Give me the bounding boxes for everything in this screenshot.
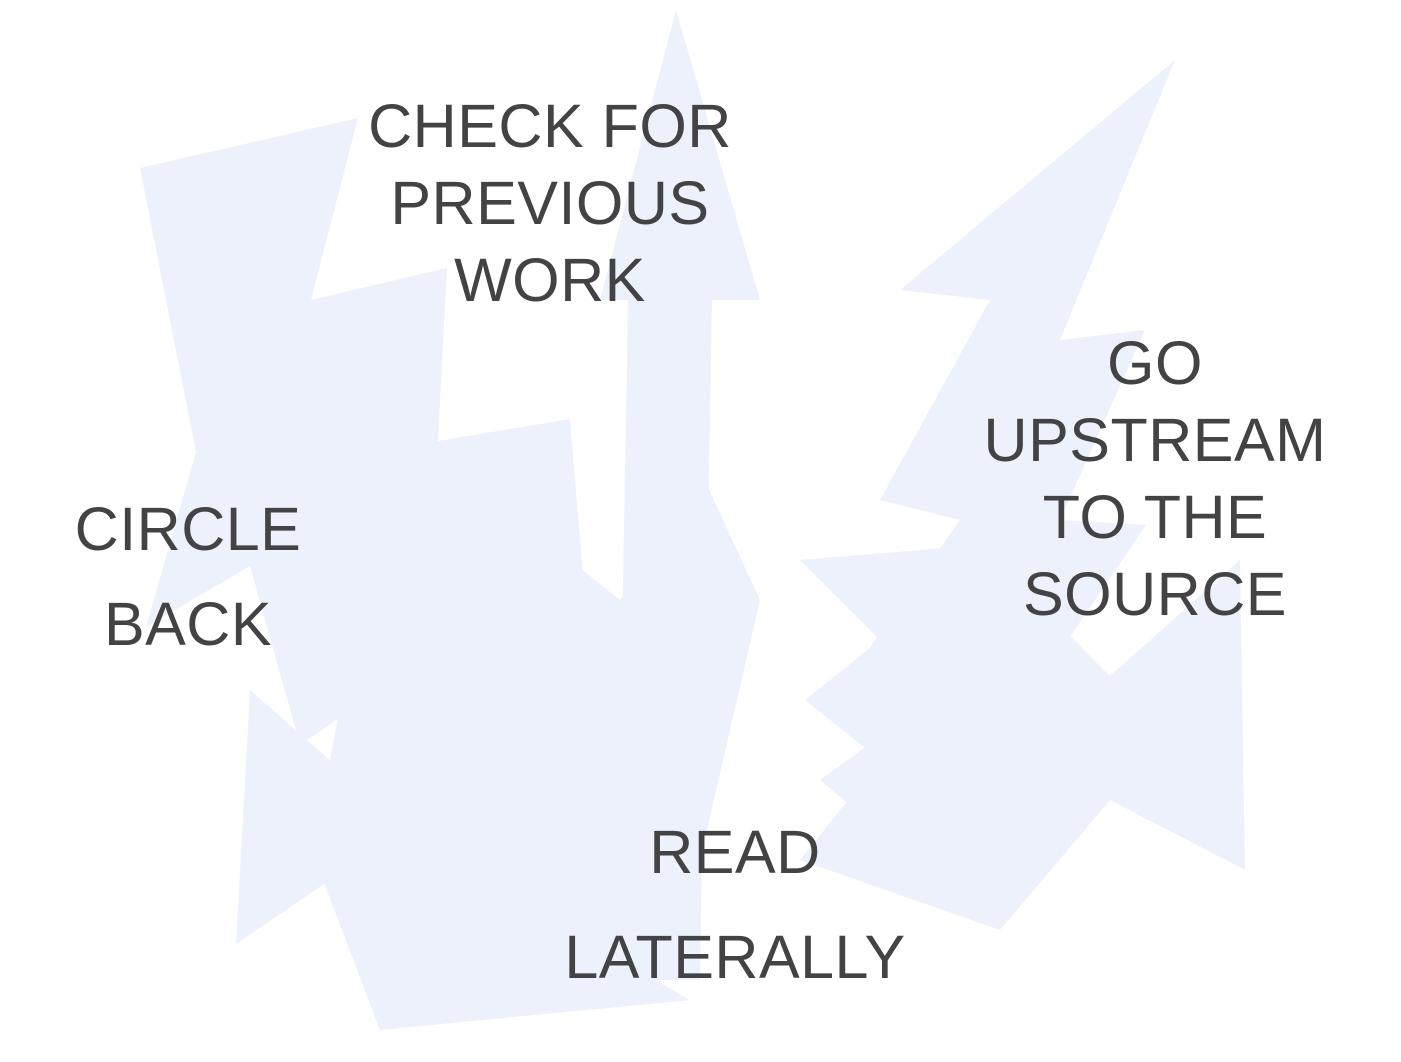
label-check-for-previous-work: CHECK FOR PREVIOUS WORK — [368, 92, 732, 314]
label-go-upstream-to-the-source: GO UPSTREAM TO THE SOURCE — [983, 329, 1327, 628]
arrow-down-right-icon — [800, 545, 1245, 930]
arrow-diagonal-band-icon — [300, 690, 700, 1030]
label-circle-back: CIRCLE BACK — [74, 495, 302, 658]
label-read-laterally: READ LATERALLY — [564, 818, 906, 991]
